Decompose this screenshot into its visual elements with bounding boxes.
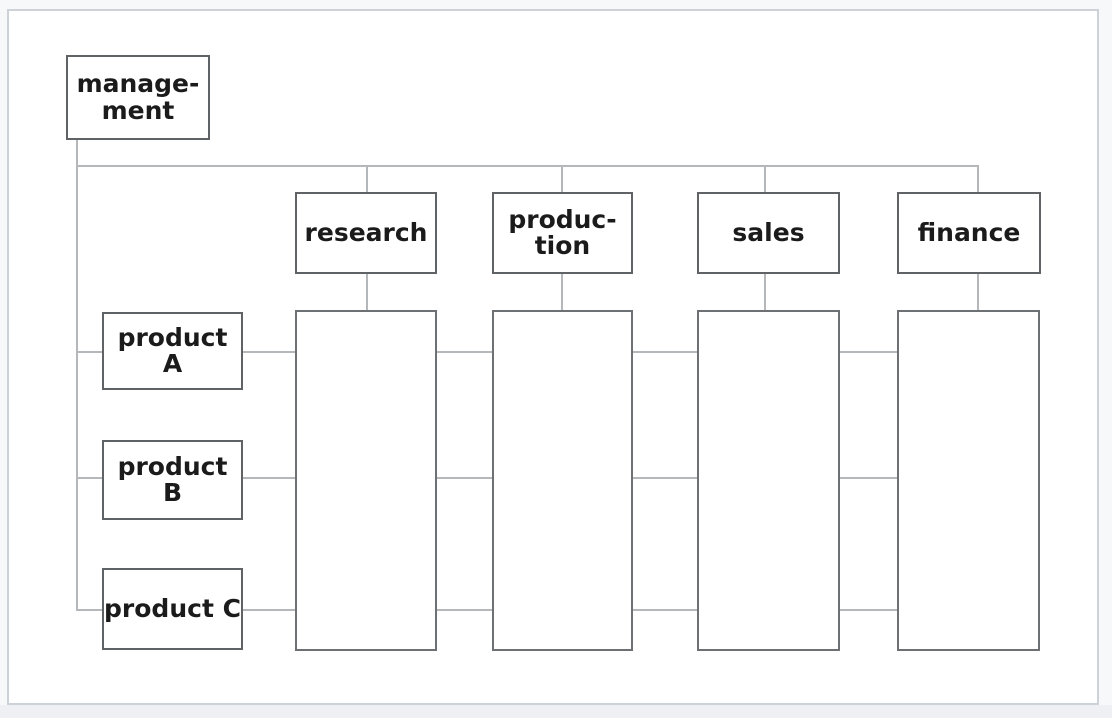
edge-production-to-column <box>561 273 563 311</box>
edge-drop-research <box>366 165 368 193</box>
edge-product-c-row <box>76 609 900 611</box>
edge-departments-horizontal-trunk <box>76 165 979 167</box>
node-management-label: manage- ment <box>76 69 200 125</box>
node-product-b: product B <box>102 440 243 520</box>
edge-drop-sales <box>764 165 766 193</box>
edge-drop-production <box>561 165 563 193</box>
edge-research-to-column <box>366 273 368 311</box>
node-research: research <box>295 192 437 274</box>
column-production <box>492 310 633 651</box>
page-footer-strip <box>0 705 1112 718</box>
node-finance-label: finance <box>917 217 1021 247</box>
edge-finance-to-column <box>977 273 979 311</box>
node-sales-label: sales <box>732 217 805 247</box>
node-product-a: product A <box>102 312 243 390</box>
column-sales <box>697 310 840 651</box>
node-product-a-label: product A <box>117 322 228 378</box>
column-research <box>295 310 437 651</box>
node-production: produc- tion <box>492 192 633 274</box>
edge-product-a-row <box>76 351 900 353</box>
node-product-b-label: product B <box>117 451 228 507</box>
node-sales: sales <box>697 192 840 274</box>
node-product-c-label: product C <box>104 593 241 623</box>
node-research-label: research <box>304 217 428 247</box>
node-management: manage- ment <box>66 55 210 140</box>
column-finance <box>897 310 1040 651</box>
node-product-c: product C <box>102 568 243 650</box>
node-production-label: produc- tion <box>508 204 617 260</box>
edge-product-b-row <box>76 477 900 479</box>
edge-sales-to-column <box>764 273 766 311</box>
edge-drop-finance <box>977 165 979 193</box>
edge-management-vertical-trunk <box>76 140 78 611</box>
node-finance: finance <box>897 192 1041 274</box>
